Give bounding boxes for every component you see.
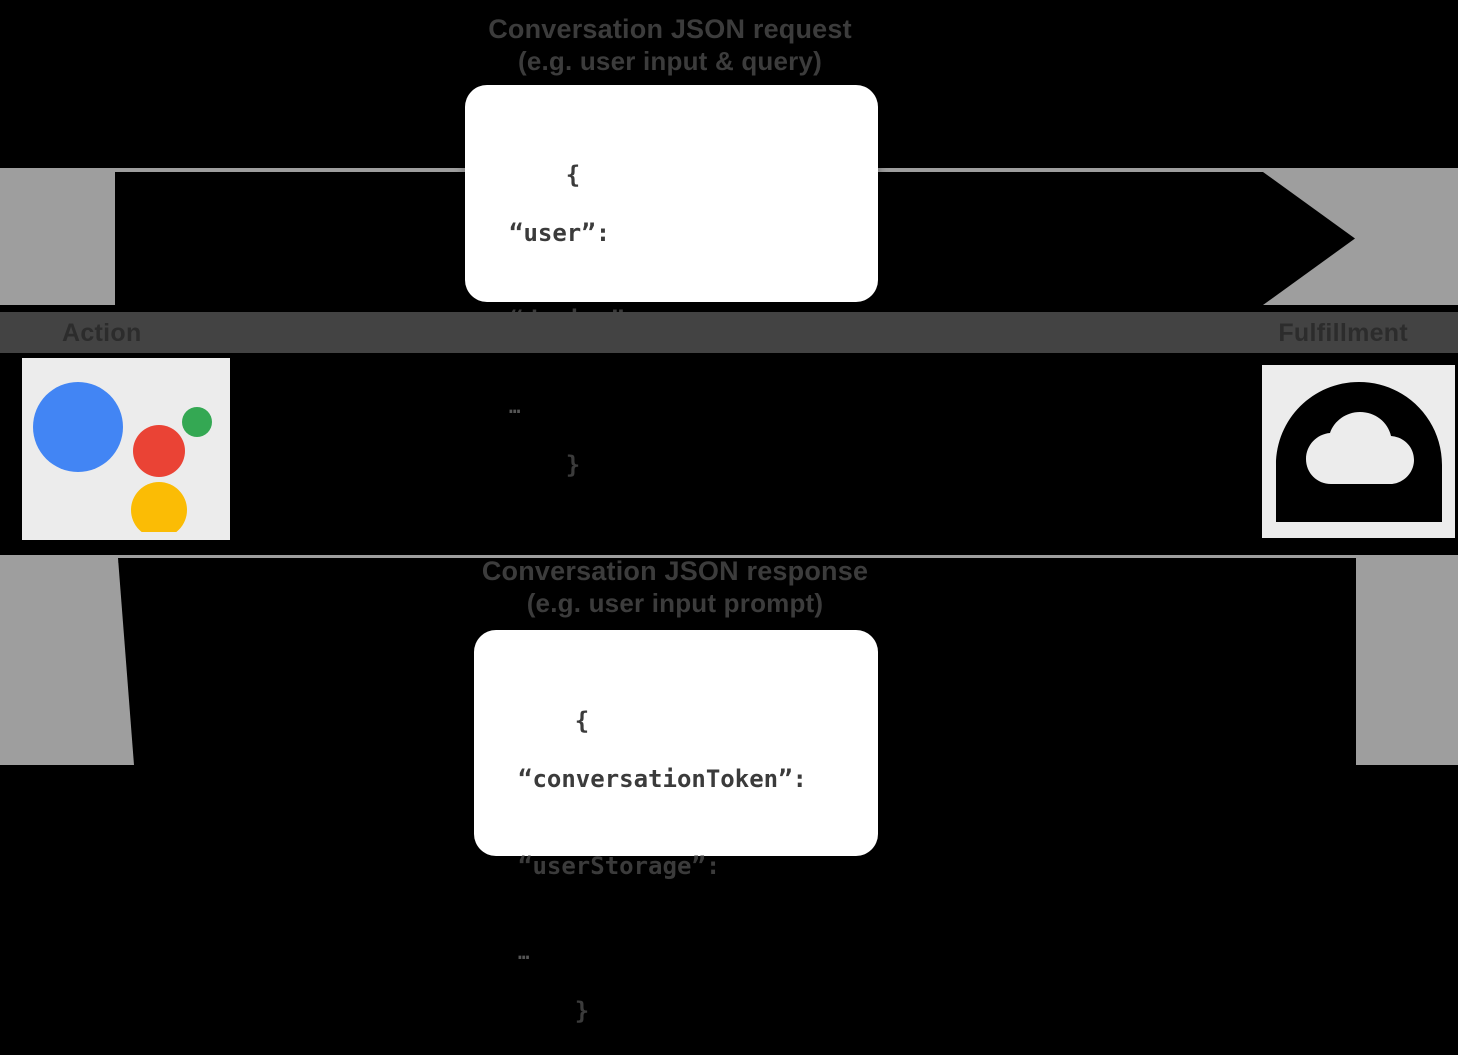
response-caption-line2: (e.g. user input prompt) <box>526 587 824 618</box>
request-json-close-brace: } <box>565 451 581 479</box>
request-caption-line2: (e.g. user input & query) <box>517 45 823 76</box>
response-caption: Conversation JSON response (e.g. user in… <box>0 556 1350 619</box>
google-assistant-icon <box>33 381 212 532</box>
endpoint-label-action: Action <box>62 319 142 347</box>
response-json-key-conversation-token: “conversationToken”: <box>518 765 807 793</box>
diagram-canvas: Conversation JSON request (e.g. user inp… <box>0 14 1458 1025</box>
request-json-ellipsis: … <box>509 396 521 418</box>
response-json-open-brace: { <box>574 707 590 735</box>
endpoint-label-band <box>0 312 1458 353</box>
response-json-card: { “conversationToken”: “userStorage”: … … <box>474 630 878 1025</box>
response-json-key-user-storage: “userStorage”: <box>518 852 721 880</box>
response-json-close-brace: } <box>574 997 590 1025</box>
response-json-ellipsis: … <box>518 942 530 964</box>
response-json-code: { “conversationToken”: “userStorage”: … … <box>488 678 878 1055</box>
request-json-card: { “user”: “device”: … } <box>465 85 878 479</box>
request-caption-line1: Conversation JSON request <box>488 14 852 44</box>
request-json-open-brace: { <box>565 161 581 189</box>
assistant-tile <box>22 358 230 540</box>
response-caption-line1: Conversation JSON response <box>481 556 869 586</box>
cloud-tile <box>1262 365 1455 538</box>
request-caption: Conversation JSON request (e.g. user inp… <box>0 14 1340 77</box>
google-cloud-icon <box>1275 381 1442 522</box>
endpoint-label-fulfillment: Fulfillment <box>1278 319 1408 347</box>
request-json-key-user: “user”: <box>509 219 611 247</box>
